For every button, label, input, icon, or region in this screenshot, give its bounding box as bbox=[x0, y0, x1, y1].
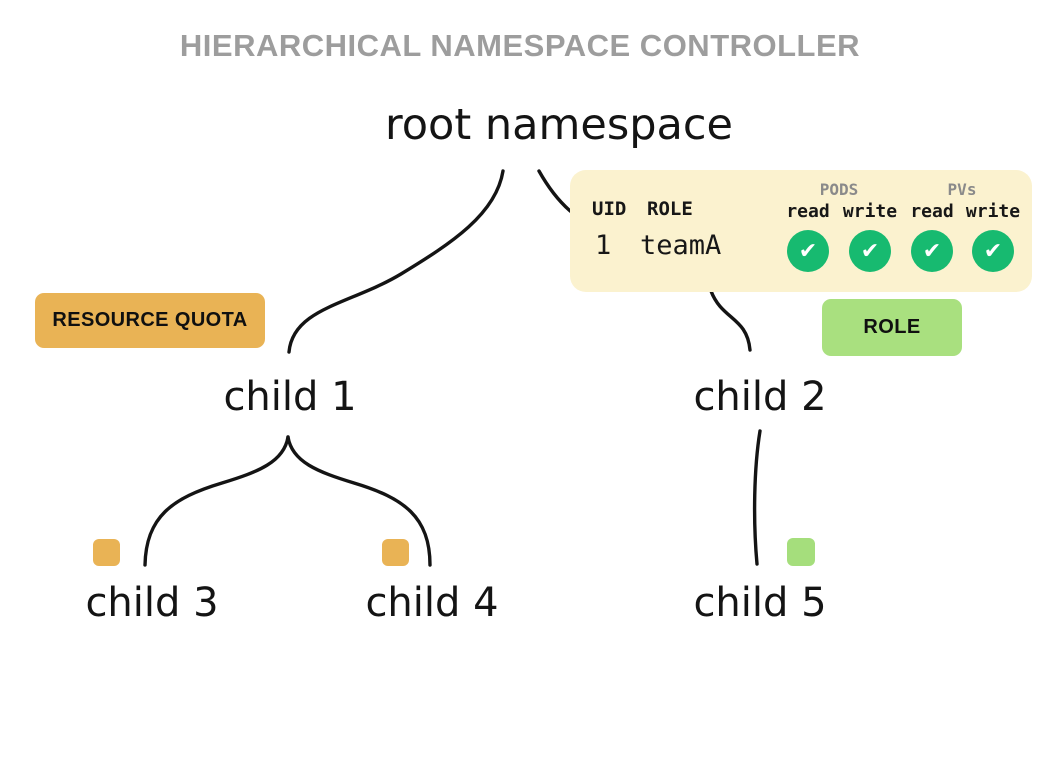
node-child-4: child 4 bbox=[365, 580, 499, 626]
check-icon-pods-write: ✔ bbox=[849, 230, 891, 272]
role-marker-child5 bbox=[787, 538, 815, 566]
role-table-card: UID ROLE PODS PVs read write read write … bbox=[570, 170, 1032, 292]
col-header-uid: UID bbox=[592, 198, 627, 220]
resource-quota-marker-child3 bbox=[93, 539, 120, 566]
edge-child1-child4 bbox=[286, 435, 432, 567]
col-header-pods-read: read bbox=[786, 201, 830, 222]
col-group-pods: PODS bbox=[819, 180, 859, 199]
resource-quota-marker-child4 bbox=[382, 539, 409, 566]
role-badge-label: ROLE bbox=[863, 316, 921, 338]
check-icon-pods-read: ✔ bbox=[787, 230, 829, 272]
edge-child2-child5 bbox=[752, 429, 762, 566]
col-group-pvs: PVs bbox=[947, 180, 977, 199]
edge-child1-child3 bbox=[143, 435, 290, 567]
resource-quota-badge-label: RESOURCE QUOTA bbox=[52, 309, 248, 331]
resource-quota-badge: RESOURCE QUOTA bbox=[35, 293, 265, 348]
check-icon-pvs-read: ✔ bbox=[911, 230, 953, 272]
node-root-namespace: root namespace bbox=[385, 100, 733, 150]
node-child-5: child 5 bbox=[693, 580, 827, 626]
page-title: HIERARCHICAL NAMESPACE CONTROLLER bbox=[179, 28, 861, 63]
node-child-3: child 3 bbox=[85, 580, 219, 626]
node-child-2: child 2 bbox=[693, 374, 827, 420]
edge-root-child1 bbox=[287, 169, 505, 354]
col-header-pvs-read: read bbox=[910, 201, 954, 222]
check-icon-pvs-write: ✔ bbox=[972, 230, 1014, 272]
col-header-pvs-write: write bbox=[965, 201, 1021, 222]
col-header-role: ROLE bbox=[647, 198, 693, 220]
node-child-1: child 1 bbox=[223, 374, 357, 420]
row-role-value: teamA bbox=[640, 230, 722, 261]
role-badge: ROLE bbox=[822, 299, 962, 356]
row-uid-value: 1 bbox=[595, 230, 612, 261]
col-header-pods-write: write bbox=[842, 201, 898, 222]
